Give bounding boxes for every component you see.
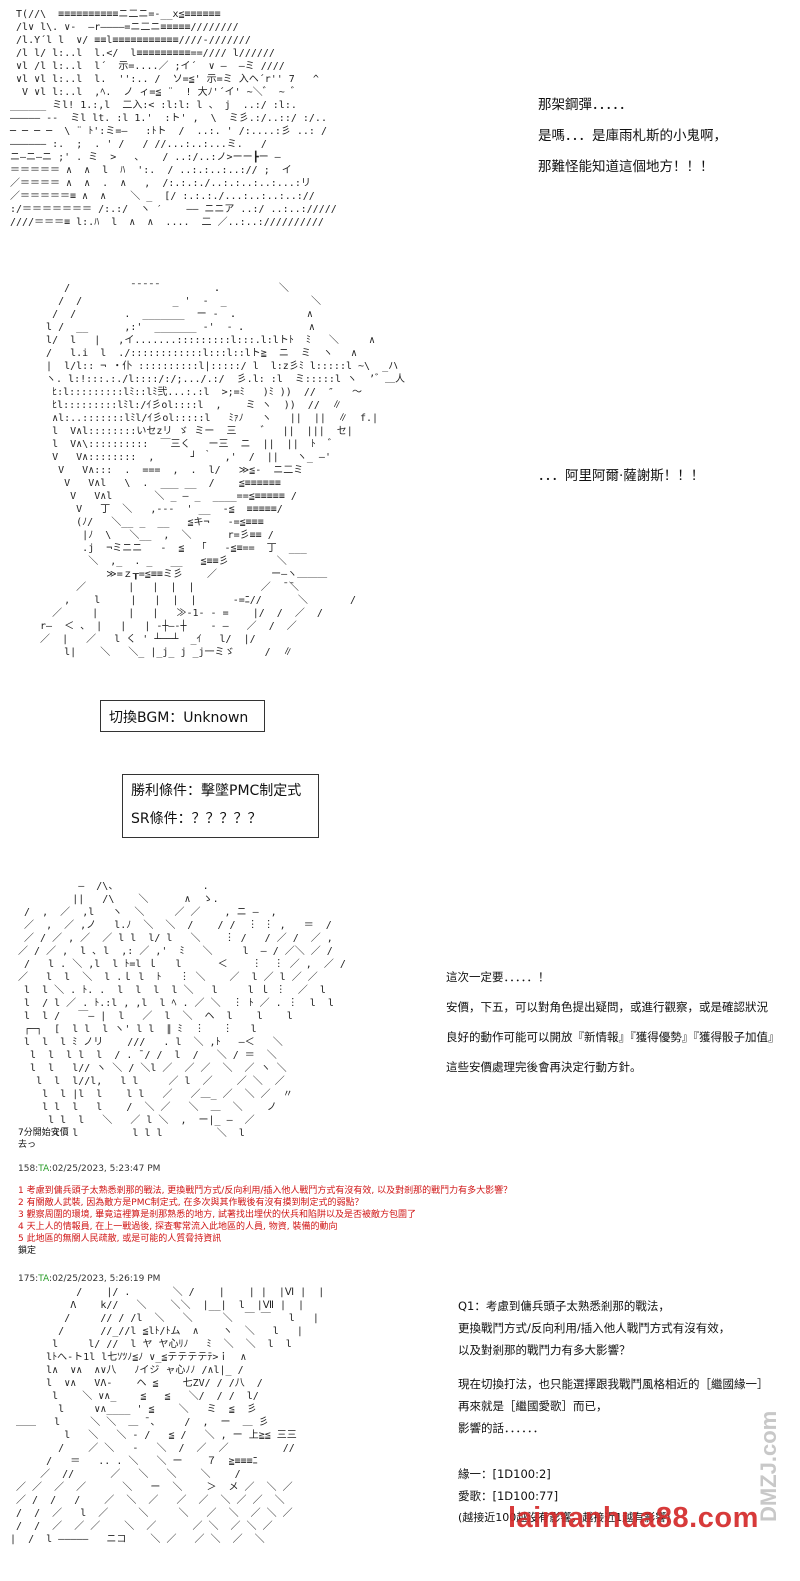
lock-text: 鎖定: [18, 1246, 37, 1256]
site-watermark: laimanhua88.com: [508, 1502, 759, 1534]
roll-value: [1D100:77]: [492, 1489, 559, 1503]
question-item: 5 此地區的無關人民疏散, 或是可能的人質脅持資訊: [18, 1234, 222, 1244]
dialog-line: 這些安價處理完後會再決定行動方針。: [446, 1060, 642, 1074]
dialog-block-1: 那架鋼彈．．．．． 是嗎．．．是庫雨札斯的小鬼啊， 那難怪能知道這個地方！！！: [538, 90, 727, 183]
question-item: 3 觀察周圍的環境, 畢竟這裡算是剎那熟悉的地方, 試著找出埋伏的伏兵和陷阱以及…: [18, 1210, 417, 1220]
roll-label: 緣一：: [458, 1467, 493, 1481]
ascii-art-panel-4: / |/ . ＼ / | | | |Ⅵ | | Λ k// ＼ ＼＼ |__| …: [10, 1287, 325, 1545]
ascii-art-panel-2: / ̄ ̄ ̄ ̄ ̄ ． ＼ / / _ ' ‐ _ ＼ / / . ____…: [40, 283, 406, 658]
poster-name: TA: [38, 1274, 50, 1284]
thread-log: 7分開始安價 去っ 158:TA:02/25/2023, 5:23:47 PM …: [18, 1127, 512, 1285]
bgm-box: 切換BGM：Unknown: [100, 700, 265, 732]
question-list: 1 考慮到傭兵頭子太熟悉剎那的戰法, 更換戰鬥方式/反向利用/插入他人戰鬥方式有…: [18, 1185, 512, 1245]
dialog-line: 那架鋼彈．．．．．: [538, 97, 633, 113]
timer-text: 7分開始安價: [18, 1128, 69, 1138]
dialog-line: ．．．阿里阿爾·薩謝斯！！！: [538, 468, 705, 484]
win-condition: 勝利條件：擊墜PMC制定式: [131, 783, 302, 799]
q1-line: 以及對剎那的戰鬥力有多大影響？: [458, 1343, 631, 1357]
side-watermark: DMZJ.com: [756, 1410, 781, 1522]
post-number[interactable]: 158:: [18, 1164, 39, 1174]
roll-label: 愛歌：: [458, 1489, 493, 1503]
q1-line: Q1：考慮到傭兵頭子太熟悉剎那的戰法，: [458, 1299, 670, 1313]
ascii-art-panel-3: ― /\、 . || /\ ＼ ∧ ゝ. / , ／ ,l ヽ ＼ ／ ／ , …: [18, 881, 346, 1139]
dialog-line: 這次一定要．．．．．！: [446, 970, 550, 984]
conditions-box: 勝利條件：擊墜PMC制定式 SR條件：？？？？？: [122, 774, 319, 838]
bgm-label: 切換BGM：Unknown: [109, 710, 249, 726]
dialog-line: 安價，下五，可以對角色提出疑問，或進行觀察，或是確認狀況: [446, 1000, 768, 1014]
answer-line: 影響的話．．．．．．: [458, 1421, 545, 1435]
post-timestamp: :02/25/2023, 5:23:47 PM: [49, 1164, 161, 1174]
sr-condition: SR條件：？？？？？: [131, 811, 262, 827]
question-item: 2 有關敵人武裝, 因為敵方是PMC制定式, 在多次與其作戰後有沒有摸到制定式的…: [18, 1198, 364, 1208]
dialog-line: 是嗎．．．是庫雨札斯的小鬼啊，: [538, 128, 727, 144]
post-header-175: 175:TA:02/25/2023, 5:26:19 PM: [18, 1273, 512, 1285]
answer-line: 現在切換打法，也只能選擇跟我戰鬥風格相近的［繼國緣一］: [458, 1377, 769, 1391]
roll-note: (越接近100越沒有影響，越接近1越有影響): [458, 1511, 671, 1524]
dialog-line: 那難怪能知道這個地方！！！: [538, 159, 714, 175]
post-number[interactable]: 175:: [18, 1274, 39, 1284]
roll-yoriichi: 緣一：[1D100:2]: [458, 1463, 769, 1485]
go-text: 去っ: [18, 1140, 37, 1150]
question-item: 1 考慮到傭兵頭子太熟悉剎那的戰法, 更換戰鬥方式/反向利用/插入他人戰鬥方式有…: [18, 1186, 513, 1196]
roll-value: [1D100:2]: [492, 1467, 551, 1481]
roll-aika: 愛歌：[1D100:77]: [458, 1485, 769, 1507]
question-item: 4 天上人的情報員, 在上一戰過後, 探查奪常流入此地區的人員, 物資, 裝備的…: [18, 1222, 338, 1232]
q1-line: 更換戰鬥方式/反向利用/插入他人戰鬥方式有沒有效，: [458, 1321, 731, 1335]
qa-block: Q1：考慮到傭兵頭子太熟悉剎那的戰法， 更換戰鬥方式/反向利用/插入他人戰鬥方式…: [458, 1295, 769, 1529]
post-timestamp: :02/25/2023, 5:26:19 PM: [49, 1274, 161, 1284]
dialog-block-2: ．．．阿里阿爾·薩謝斯！！！: [538, 461, 704, 492]
dialog-block-3: 這次一定要．．．．．！ 安價，下五，可以對角色提出疑問，或進行觀察，或是確認狀況…: [446, 962, 780, 1082]
dialog-line: 良好的動作可能可以開放『新情報』『獲得優勢』『獲得骰子加值』: [446, 1030, 780, 1044]
post-header-158: 158:TA:02/25/2023, 5:23:47 PM: [18, 1163, 512, 1175]
answer-line: 再來就是［繼國愛歌］而已，: [458, 1399, 608, 1413]
poster-name: TA: [38, 1164, 50, 1174]
ascii-art-panel-1: T(//\ ≡≡≡≡≡≡≡≡≡≡ニ二ニ=-__x≦≡≡≡≡≡≡ /l∨ l\. …: [10, 9, 337, 228]
